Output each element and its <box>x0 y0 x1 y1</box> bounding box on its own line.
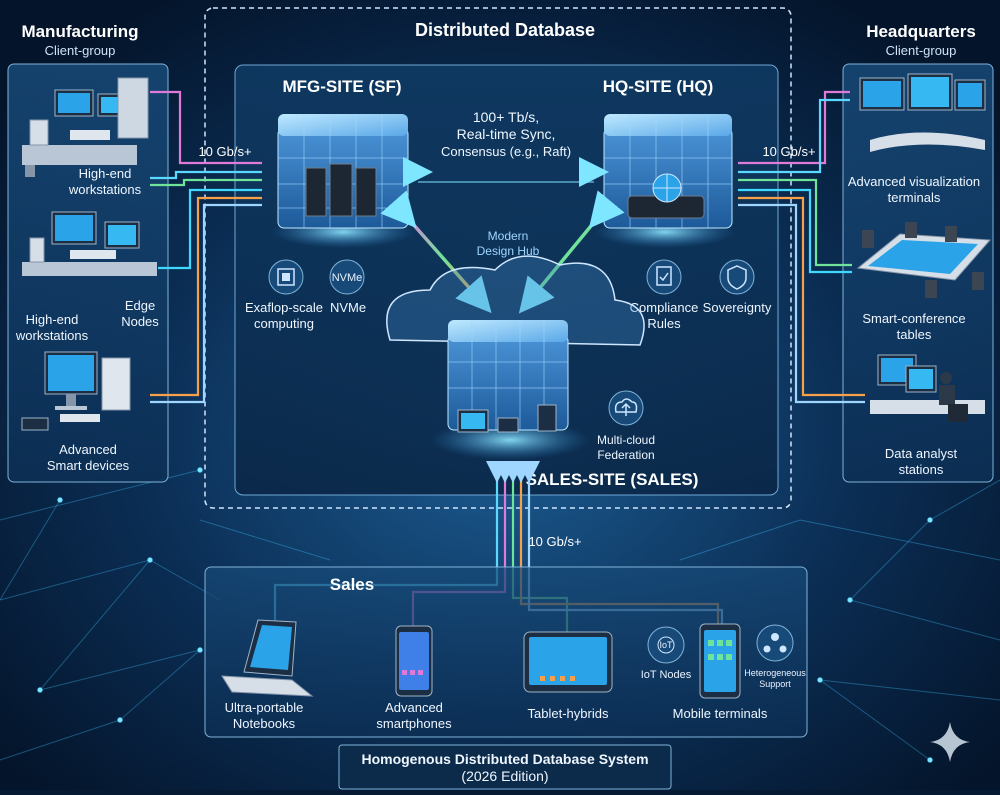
hq-feature-1-line2: Rules <box>647 316 681 331</box>
manufacturing-panel: Manufacturing Client-group High-end work… <box>7 22 169 483</box>
mfg-item-1-line2: workstations <box>68 182 142 197</box>
nvme-icon-text: NVMe <box>332 272 363 284</box>
workstation-icon <box>22 77 149 177</box>
manufacturing-link-speed: 10 Gb/s+ <box>198 144 251 159</box>
smartphone-icon <box>395 625 433 697</box>
mfg-item-3-line1: Edge <box>125 298 155 313</box>
hq-item-3-line1: Data analyst <box>885 446 958 461</box>
sales-item-2-line2: smartphones <box>376 716 452 731</box>
headquarters-subtitle: Client-group <box>886 43 957 58</box>
nvme-icon: NVMe <box>329 259 365 295</box>
visualization-terminal-icon <box>859 73 986 152</box>
mfg-site-server-cluster <box>271 114 415 248</box>
hq-site-label: HQ-SITE (HQ) <box>603 77 714 96</box>
headquarters-title: Headquarters <box>866 22 976 41</box>
distributed-database-label: Distributed Database <box>415 20 595 40</box>
mfg-item-1-line1: High-end <box>79 166 132 181</box>
manufacturing-links <box>150 90 262 404</box>
sales-link-speed: 10 Gb/s+ <box>528 534 581 549</box>
mfg-feature-1-line1: Exaflop-scale <box>245 300 323 315</box>
sales-site-feature-line2: Federation <box>597 448 654 462</box>
hq-item-1-line1: Advanced visualization <box>848 174 980 189</box>
chip-icon <box>268 259 304 295</box>
hq-feature-2-label: Sovereignty <box>703 300 772 315</box>
footer-title-line1: Homogenous Distributed Database System <box>361 751 648 767</box>
hq-site-server-cluster <box>595 114 735 248</box>
mfg-item-2-line1: High-end <box>26 312 79 327</box>
hq-feature-1-line1: Compliance <box>630 300 699 315</box>
hetero-line2: Support <box>759 679 791 689</box>
footer-title-line2: (2026 Edition) <box>461 768 548 784</box>
mfg-feature-1-line2: computing <box>254 316 314 331</box>
headquarters-panel: Headquarters Client-group Advanced visua… <box>842 22 994 483</box>
mfg-item-2-line2: workstations <box>15 328 89 343</box>
tablet-icon <box>523 631 613 693</box>
headquarters-link-speed: 10 Gb/s+ <box>762 144 815 159</box>
cloud-upload-icon <box>608 390 644 426</box>
iot-hub-icon: IoT <box>647 626 685 664</box>
diagonal-sync-arrows <box>380 190 625 314</box>
footer-title-box: Homogenous Distributed Database System (… <box>338 744 672 790</box>
laptop-icon <box>221 619 314 697</box>
hq-item-1-line2: terminals <box>888 190 941 205</box>
sales-item-2-line1: Advanced <box>385 700 443 715</box>
sparkle-icon <box>930 722 970 762</box>
hq-item-2-line1: Smart-conference <box>862 311 965 326</box>
mfg-feature-2-label: NVMe <box>330 300 366 315</box>
workstation-icon <box>22 211 157 276</box>
sync-line2: Real-time Sync, <box>457 126 556 142</box>
mobile-terminal-icon <box>699 623 741 699</box>
people-network-icon <box>756 624 794 662</box>
sales-item-1-line1: Ultra-portable <box>225 700 304 715</box>
manufacturing-subtitle: Client-group <box>45 43 116 58</box>
sales-title: Sales <box>330 575 374 594</box>
sync-line3: Consensus (e.g., Raft) <box>441 144 571 159</box>
sales-panel: Sales Ultra-portable Notebooks Advanced … <box>204 566 808 738</box>
mfg-item-4-line1: Advanced <box>59 442 117 457</box>
hq-item-2-line2: tables <box>897 327 932 342</box>
sales-site-feature-line1: Multi-cloud <box>597 433 655 447</box>
sales-site-label: SALES-SITE (SALES) <box>526 470 699 489</box>
sales-item-4-line1: Mobile terminals <box>673 706 768 721</box>
hub-label-line1: Modern <box>488 229 529 243</box>
shield-icon <box>719 259 755 295</box>
iot-icon-text: IoT <box>659 640 673 650</box>
headquarters-links <box>738 90 865 404</box>
sales-item-3-line1: Tablet-hybrids <box>528 706 609 721</box>
network-mesh-decoration <box>0 467 1000 763</box>
mfg-item-3-line2: Nodes <box>121 314 159 329</box>
desktop-computer-icon <box>21 351 131 431</box>
sync-line1: 100+ Tb/s, <box>473 109 539 125</box>
hetero-line1: Heterogeneous <box>744 668 806 678</box>
iot-nodes-label: IoT Nodes <box>641 669 692 681</box>
sales-site-server-cluster <box>430 320 590 460</box>
mfg-site-label: MFG-SITE (SF) <box>283 77 402 96</box>
conference-table-icon <box>856 222 992 298</box>
clipboard-check-icon <box>646 259 682 295</box>
hq-item-3-line2: stations <box>899 462 944 477</box>
sales-item-1-line2: Notebooks <box>233 716 296 731</box>
manufacturing-title: Manufacturing <box>21 22 138 41</box>
sync-arrows <box>403 157 609 187</box>
mfg-item-4-line2: Smart devices <box>47 458 130 473</box>
analyst-station-icon <box>870 354 985 422</box>
